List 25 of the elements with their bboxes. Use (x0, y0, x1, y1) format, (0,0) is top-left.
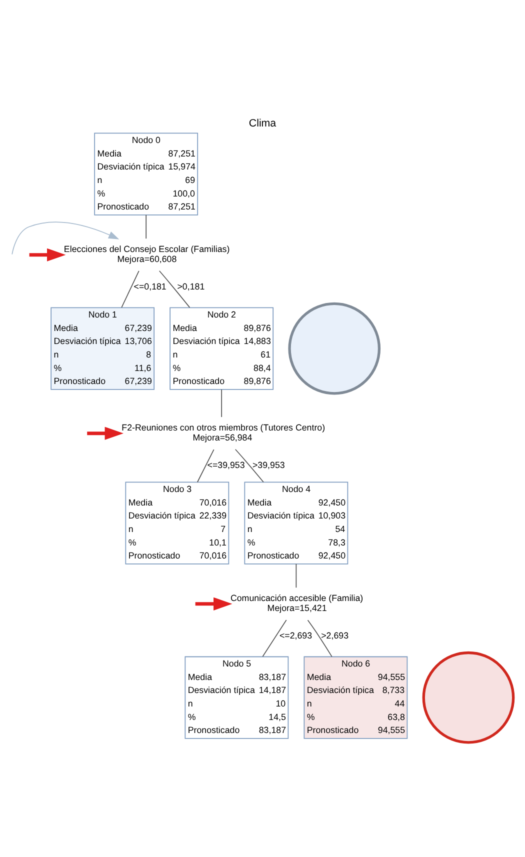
edge-label: >39,953 (252, 460, 285, 470)
edge-label: >2,693 (321, 630, 349, 641)
connector (121, 270, 140, 308)
node-circle (288, 302, 381, 395)
connector (196, 449, 214, 483)
connector (307, 620, 332, 658)
connector (221, 389, 222, 418)
connector (158, 270, 190, 308)
connector (296, 564, 297, 588)
node-circle (422, 651, 515, 744)
arrow (12, 222, 120, 255)
connector (262, 620, 287, 657)
connector (234, 448, 264, 483)
node-text: F2-Reuniones con otros miembros (Tutores Centro) Mejora=56,984 (122, 422, 326, 442)
edge-label: <=0,181 (134, 282, 166, 292)
edge-label: <=39,953 (207, 460, 245, 470)
edge-label: >0,181 (177, 282, 205, 292)
node-text: Elecciones del Consejo Escolar (Familias) Mejora=60,608 (64, 244, 230, 264)
connector (146, 214, 147, 240)
diagram-title: Clima (248, 118, 276, 130)
node-text: Comunicación accesible (Familia) Mejora=15,421 (230, 593, 364, 614)
arrow (195, 597, 232, 610)
arrow (29, 248, 66, 262)
edge-label: <=2,693 (279, 630, 312, 641)
arrow (87, 426, 124, 440)
